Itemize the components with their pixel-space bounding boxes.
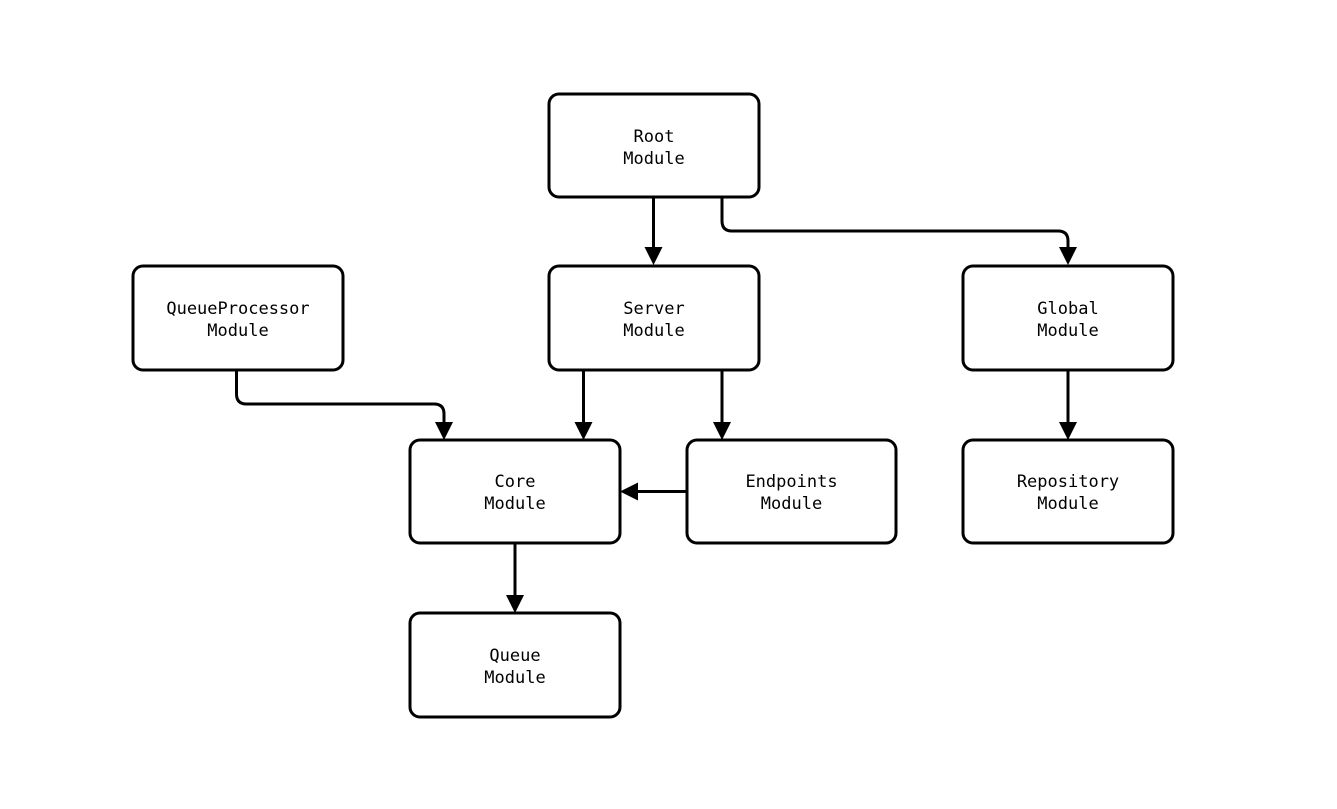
edge-core-to-queue xyxy=(506,543,524,613)
node-label-line1: Core xyxy=(495,472,536,492)
node-label-line2: Module xyxy=(484,668,545,688)
arrowhead-icon xyxy=(506,595,524,613)
node-label-line2: Module xyxy=(1037,321,1098,341)
node-endpoints-module[interactable]: Endpoints Module xyxy=(685,438,898,545)
node-label-line2: Module xyxy=(623,149,684,169)
node-box[interactable] xyxy=(131,264,345,372)
node-label-line2: Module xyxy=(623,321,684,341)
node-label-line2: Module xyxy=(761,494,822,514)
node-box[interactable] xyxy=(547,264,761,372)
node-label-line1: Repository xyxy=(1017,472,1119,492)
node-label-line1: QueueProcessor xyxy=(166,299,309,319)
arrowhead-icon xyxy=(1059,422,1077,440)
node-root-module[interactable]: Root Module xyxy=(547,92,761,199)
edge-global-to-repository xyxy=(1059,370,1077,440)
arrowhead-icon xyxy=(620,482,638,501)
node-box[interactable] xyxy=(547,92,761,199)
node-label-line1: Root xyxy=(634,127,675,147)
node-label-line1: Endpoints xyxy=(745,472,837,492)
node-layer: Root Module QueueProcessor Module Server… xyxy=(131,92,1175,719)
node-box[interactable] xyxy=(685,438,898,545)
node-label-line2: Module xyxy=(207,321,268,341)
node-label-line1: Server xyxy=(623,299,684,319)
edge-queueprocessor-to-core xyxy=(235,370,453,440)
node-server-module[interactable]: Server Module xyxy=(547,264,761,372)
node-box[interactable] xyxy=(961,438,1175,545)
edge-layer xyxy=(235,197,1077,613)
node-label-line1: Global xyxy=(1037,299,1098,319)
arrowhead-icon xyxy=(644,247,663,265)
edge-root-to-server xyxy=(644,197,663,265)
node-box[interactable] xyxy=(408,438,622,545)
node-queue-module[interactable]: Queue Module xyxy=(408,611,622,719)
node-label-line2: Module xyxy=(1037,494,1098,514)
arrowhead-icon xyxy=(713,422,731,440)
node-label-line2: Module xyxy=(484,494,545,514)
node-queueprocessor-module[interactable]: QueueProcessor Module xyxy=(131,264,345,372)
edge-endpoints-to-core xyxy=(620,482,687,501)
edge-server-to-core xyxy=(574,370,593,440)
node-global-module[interactable]: Global Module xyxy=(961,264,1175,372)
arrowhead-icon xyxy=(1059,247,1077,265)
arrowhead-icon xyxy=(574,422,593,440)
edge-server-to-endpoints xyxy=(713,370,731,440)
node-repository-module[interactable]: Repository Module xyxy=(961,438,1175,545)
arrowhead-icon xyxy=(435,422,453,440)
node-label-line1: Queue xyxy=(489,646,540,666)
edge-line xyxy=(720,197,1070,247)
node-box[interactable] xyxy=(961,264,1175,372)
edge-line xyxy=(235,370,446,422)
edge-root-to-global xyxy=(720,197,1077,265)
node-core-module[interactable]: Core Module xyxy=(408,438,622,545)
node-box[interactable] xyxy=(408,611,622,719)
